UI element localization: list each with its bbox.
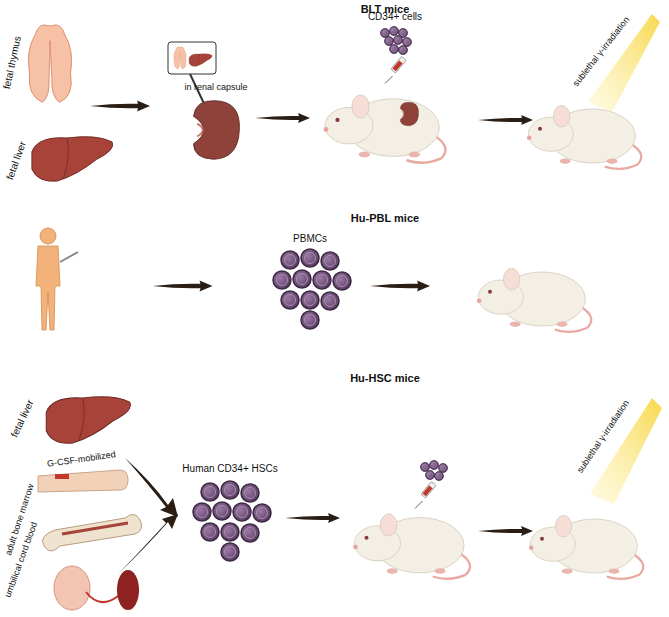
note-label: in renal capsule <box>184 83 247 93</box>
section-heading: Hu-HSC mice <box>350 372 420 384</box>
cell-label: PBMCs <box>293 233 327 244</box>
cell-label: Human CD34+ HSCs <box>182 463 277 474</box>
tissue-label: fetal thymus <box>1 34 23 89</box>
tissue-label: fetal liver <box>9 398 36 439</box>
section-heading: Hu-PBL mice <box>351 212 419 224</box>
tissue-label: G-CSF-mobilized <box>47 450 117 469</box>
tissue-label: fetal liver <box>4 139 28 180</box>
cell-label: CD34+ cells <box>368 11 422 22</box>
tissue-label: umbilical cord blood <box>4 521 41 599</box>
